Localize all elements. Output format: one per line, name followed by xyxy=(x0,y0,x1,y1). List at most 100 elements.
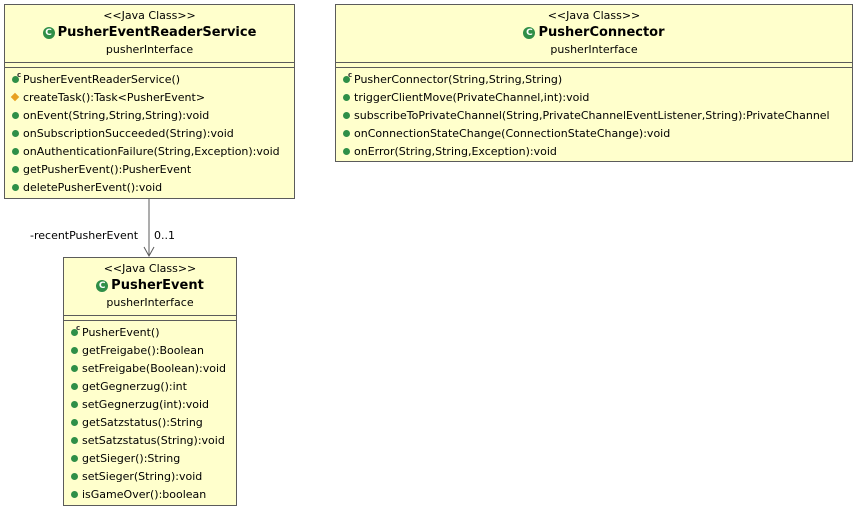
class-title: C PusherEvent xyxy=(64,276,236,295)
class-pusher-connector[interactable]: <<Java Class>> C PusherConnector pusherI… xyxy=(335,4,853,162)
class-pusher-event[interactable]: <<Java Class>> C PusherEvent pusherInter… xyxy=(63,257,237,506)
operation-row[interactable]: setFreigabe(Boolean):void xyxy=(64,359,236,377)
operation-signature: isGameOver():boolean xyxy=(82,487,207,501)
public-method-icon xyxy=(69,452,81,464)
operation-row[interactable]: getSieger():String xyxy=(64,449,236,467)
public-dot-icon xyxy=(71,419,78,426)
public-dot-icon xyxy=(12,148,19,155)
class-stereotype: <<Java Class>> xyxy=(547,9,641,22)
operation-signature: getGegnerzug():int xyxy=(82,379,187,393)
operation-signature: PusherEvent() xyxy=(82,325,160,339)
public-method-icon xyxy=(69,398,81,410)
public-dot-icon xyxy=(71,473,78,480)
operation-signature: onError(String,String,Exception):void xyxy=(354,144,557,158)
protected-diamond-icon xyxy=(10,92,20,102)
class-title: C PusherEventReaderService xyxy=(5,23,294,42)
operation-signature: deletePusherEvent():void xyxy=(23,180,163,194)
constructor-mark-icon: c xyxy=(348,71,353,79)
operation-row[interactable]: getFreigabe():Boolean xyxy=(64,341,236,359)
operation-row[interactable]: getSatzstatus():String xyxy=(64,413,236,431)
protected-method-icon xyxy=(10,91,22,103)
public-dot-icon xyxy=(71,365,78,372)
class-icon: C xyxy=(96,279,109,292)
public-dot-icon xyxy=(71,329,78,336)
class-icon: C xyxy=(523,26,536,39)
operation-signature: PusherConnector(String,String,String) xyxy=(354,72,563,86)
operation-row[interactable]: getGegnerzug():int xyxy=(64,377,236,395)
class-pusher-event-reader-service[interactable]: <<Java Class>> C PusherEventReaderServic… xyxy=(4,4,295,199)
class-title: C PusherConnector xyxy=(336,23,852,42)
operation-row[interactable]: onConnectionStateChange(ConnectionStateC… xyxy=(336,124,852,142)
class-name: PusherEvent xyxy=(111,278,204,293)
operation-row[interactable]: subscribeToPrivateChannel(String,Private… xyxy=(336,106,852,124)
operation-signature: subscribeToPrivateChannel(String,Private… xyxy=(354,108,830,122)
public-method-icon xyxy=(69,416,81,428)
class-package: pusherInterface xyxy=(550,43,638,56)
operation-row[interactable]: onEvent(String,String,String):void xyxy=(5,106,294,124)
public-method-icon xyxy=(341,109,353,121)
public-method-icon xyxy=(69,434,81,446)
operation-row[interactable]: isGameOver():boolean xyxy=(64,485,236,503)
public-dot-icon xyxy=(343,148,350,155)
operations-separator xyxy=(64,320,236,321)
operation-row[interactable]: setSatzstatus(String):void xyxy=(64,431,236,449)
operation-signature: onConnectionStateChange(ConnectionStateC… xyxy=(354,126,671,140)
public-dot-icon xyxy=(343,76,350,83)
attributes-separator xyxy=(5,62,294,63)
public-method-icon xyxy=(69,362,81,374)
operation-signature: setSatzstatus(String):void xyxy=(82,433,225,447)
constructor-icon: c xyxy=(341,71,353,85)
operation-row[interactable]: onSubscriptionSucceeded(String):void xyxy=(5,124,294,142)
public-method-icon xyxy=(10,181,22,193)
constructor-mark-icon: c xyxy=(17,71,22,79)
attributes-separator xyxy=(336,62,852,63)
class-name: PusherConnector xyxy=(538,25,665,40)
operation-row[interactable]: onError(String,String,Exception):void xyxy=(336,142,852,160)
attributes-separator xyxy=(64,315,236,316)
operation-row[interactable]: triggerClientMove(PrivateChannel,int):vo… xyxy=(336,88,852,106)
public-dot-icon xyxy=(343,130,350,137)
operation-signature: setSieger(String):void xyxy=(82,469,203,483)
operation-signature: setGegnerzug(int):void xyxy=(82,397,209,411)
operation-row[interactable]: setGegnerzug(int):void xyxy=(64,395,236,413)
operation-row[interactable]: onAuthenticationFailure(String,Exception… xyxy=(5,142,294,160)
public-method-icon xyxy=(69,344,81,356)
public-dot-icon xyxy=(71,383,78,390)
public-method-icon xyxy=(69,380,81,392)
operation-signature: getSatzstatus():String xyxy=(82,415,203,429)
class-name: PusherEventReaderService xyxy=(57,25,257,40)
public-dot-icon xyxy=(343,112,350,119)
public-dot-icon xyxy=(12,184,19,191)
class-package: pusherInterface xyxy=(105,43,194,56)
class-stereotype: <<Java Class>> xyxy=(103,262,197,275)
public-method-icon xyxy=(69,470,81,482)
operation-row[interactable]: getPusherEvent():PusherEvent xyxy=(5,160,294,178)
public-dot-icon xyxy=(71,491,78,498)
constructor-icon: c xyxy=(10,71,22,85)
class-header: <<Java Class>> C PusherEvent pusherInter… xyxy=(64,258,236,310)
class-stereotype: <<Java Class>> xyxy=(103,9,196,22)
operation-row[interactable]: createTask():Task<PusherEvent> xyxy=(5,88,294,106)
public-method-icon xyxy=(10,163,22,175)
public-method-icon xyxy=(10,109,22,121)
public-method-icon xyxy=(10,145,22,157)
operation-signature: getSieger():String xyxy=(82,451,181,465)
operation-signature: onEvent(String,String,String):void xyxy=(23,108,210,122)
public-method-icon xyxy=(341,145,353,157)
class-package: pusherInterface xyxy=(106,296,194,309)
class-header: <<Java Class>> C PusherConnector pusherI… xyxy=(336,5,852,57)
operation-signature: onSubscriptionSucceeded(String):void xyxy=(23,126,234,140)
public-method-icon xyxy=(10,127,22,139)
public-dot-icon xyxy=(12,76,19,83)
operation-row[interactable]: setSieger(String):void xyxy=(64,467,236,485)
operation-signature: createTask():Task<PusherEvent> xyxy=(23,90,206,104)
operation-signature: getPusherEvent():PusherEvent xyxy=(23,162,192,176)
public-dot-icon xyxy=(12,130,19,137)
operation-row[interactable]: deletePusherEvent():void xyxy=(5,178,294,196)
public-dot-icon xyxy=(71,455,78,462)
